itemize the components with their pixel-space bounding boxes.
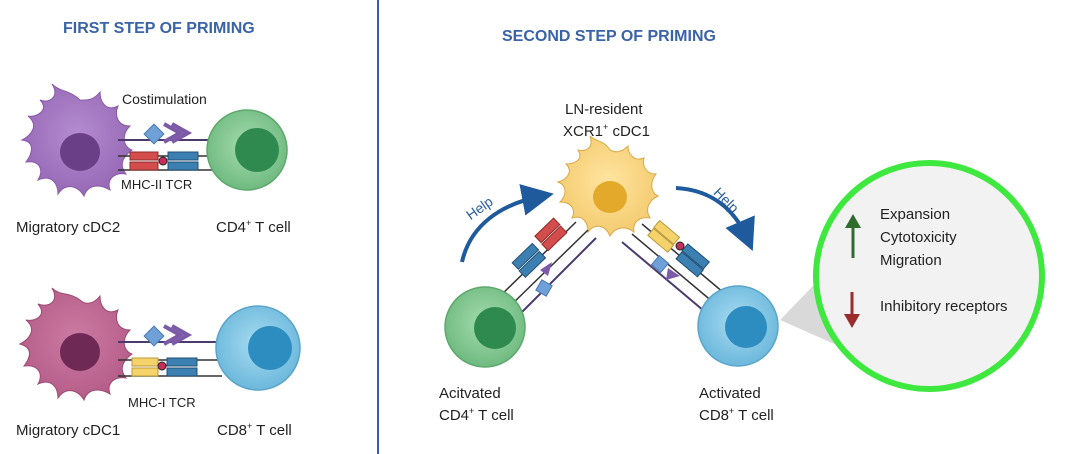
activated-cd4-line1: Acitvated [439,385,501,402]
up-arrow-icon [845,214,861,258]
mhc2-tcr-complex [118,151,222,171]
help-arrow-right [675,186,755,252]
activated-cd4-line2: CD4+ T cell [439,406,514,425]
migratory-cdc1-cell [18,287,134,402]
ln-resident-cdc1-cell [556,135,660,238]
mhc1-tcr-complex [118,357,222,377]
xcr1-cdc1-label: XCR1+ cDC1 [563,122,650,141]
panel-divider [377,0,379,454]
effect-inhibitory-receptors: Inhibitory receptors [880,298,1008,315]
cd4-t-cell-top [206,109,288,191]
costimulation-receptors-bottom [118,324,222,347]
help-connection-cd4 [495,217,597,313]
activated-cd8-t-cell [697,285,779,367]
mhc2-tcr-label: MHC-II TCR [121,177,193,192]
activated-cd8-line1: Activated [699,385,761,402]
costimulation-receptors-top [118,122,222,145]
help-connection-cd8 [621,219,731,317]
effect-expansion: Expansion [880,206,951,223]
mhc1-tcr-label: MHC-I TCR [128,395,196,410]
costimulation-label: Costimulation [122,91,207,107]
activated-cd4-t-cell [444,286,526,368]
effect-cytotoxicity: Cytotoxicity [880,229,957,246]
migratory-cdc2-cell [20,83,134,198]
ln-resident-label: LN-resident [565,101,643,118]
activated-cd8-line2: CD8+ T cell [699,406,774,425]
down-arrow-icon [844,292,860,328]
help-arrow-left [460,184,554,263]
second-step-title: SECOND STEP OF PRIMING [502,28,716,45]
effects-callout-circle [813,160,1045,392]
cd8-t-cell-left [215,305,301,391]
migratory-cdc2-label: Migratory cDC2 [16,219,121,236]
cd4-t-cell-label: CD4+ T cell [216,218,291,237]
effect-migration: Migration [880,252,942,269]
cd8-t-cell-label: CD8+ T cell [217,421,292,440]
first-step-title: FIRST STEP OF PRIMING [63,20,255,37]
migratory-cdc1-label: Migratory cDC1 [16,422,121,439]
